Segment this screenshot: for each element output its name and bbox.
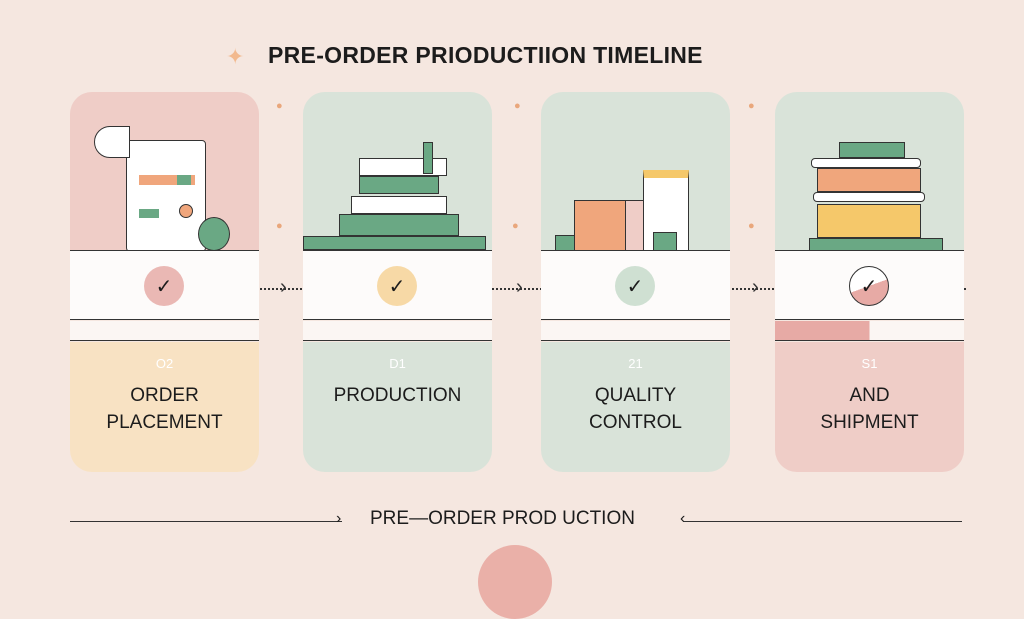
warehouse-illustration (555, 235, 575, 251)
pin-icon: ● (748, 100, 755, 112)
step-card-production: ✓ D1 PRODUCTION (303, 92, 492, 472)
decorative-circle (478, 545, 552, 619)
step-number: D1 (389, 356, 406, 371)
check-icon: ✓ (849, 266, 889, 306)
arrow-left-icon: ‹ (680, 510, 686, 527)
pin-icon: ● (748, 220, 755, 232)
footer-subtitle: PRE—ORDER PROD UCTION (370, 508, 635, 529)
bottom-line-left (70, 521, 342, 522)
sparkle-icon: ✦ (226, 44, 245, 69)
pin-icon: ● (276, 220, 283, 232)
timeline-dotted-line (76, 288, 966, 290)
page-title: PRE-ORDER PRIODUCTIION TIMELINE (268, 42, 703, 68)
chevron-right-icon: › (516, 276, 523, 298)
bottom-line-right (684, 521, 962, 522)
chevron-right-icon: › (752, 276, 759, 298)
step-number: S1 (861, 356, 878, 371)
factory-illustration (303, 236, 486, 250)
check-icon: ✓ (377, 266, 417, 306)
order-form-illustration (126, 140, 206, 252)
chevron-right-icon: › (280, 276, 287, 298)
step-label: PRODUCTION (333, 385, 462, 406)
check-icon: ✓ (615, 266, 655, 306)
arrow-right-icon: › (336, 510, 342, 527)
pin-icon: ● (514, 100, 521, 112)
pin-icon: ● (512, 220, 519, 232)
step-number: O2 (155, 356, 174, 371)
check-icon: ✓ (144, 266, 184, 306)
step-number: 21 (628, 356, 643, 371)
pin-icon: ● (276, 100, 283, 112)
